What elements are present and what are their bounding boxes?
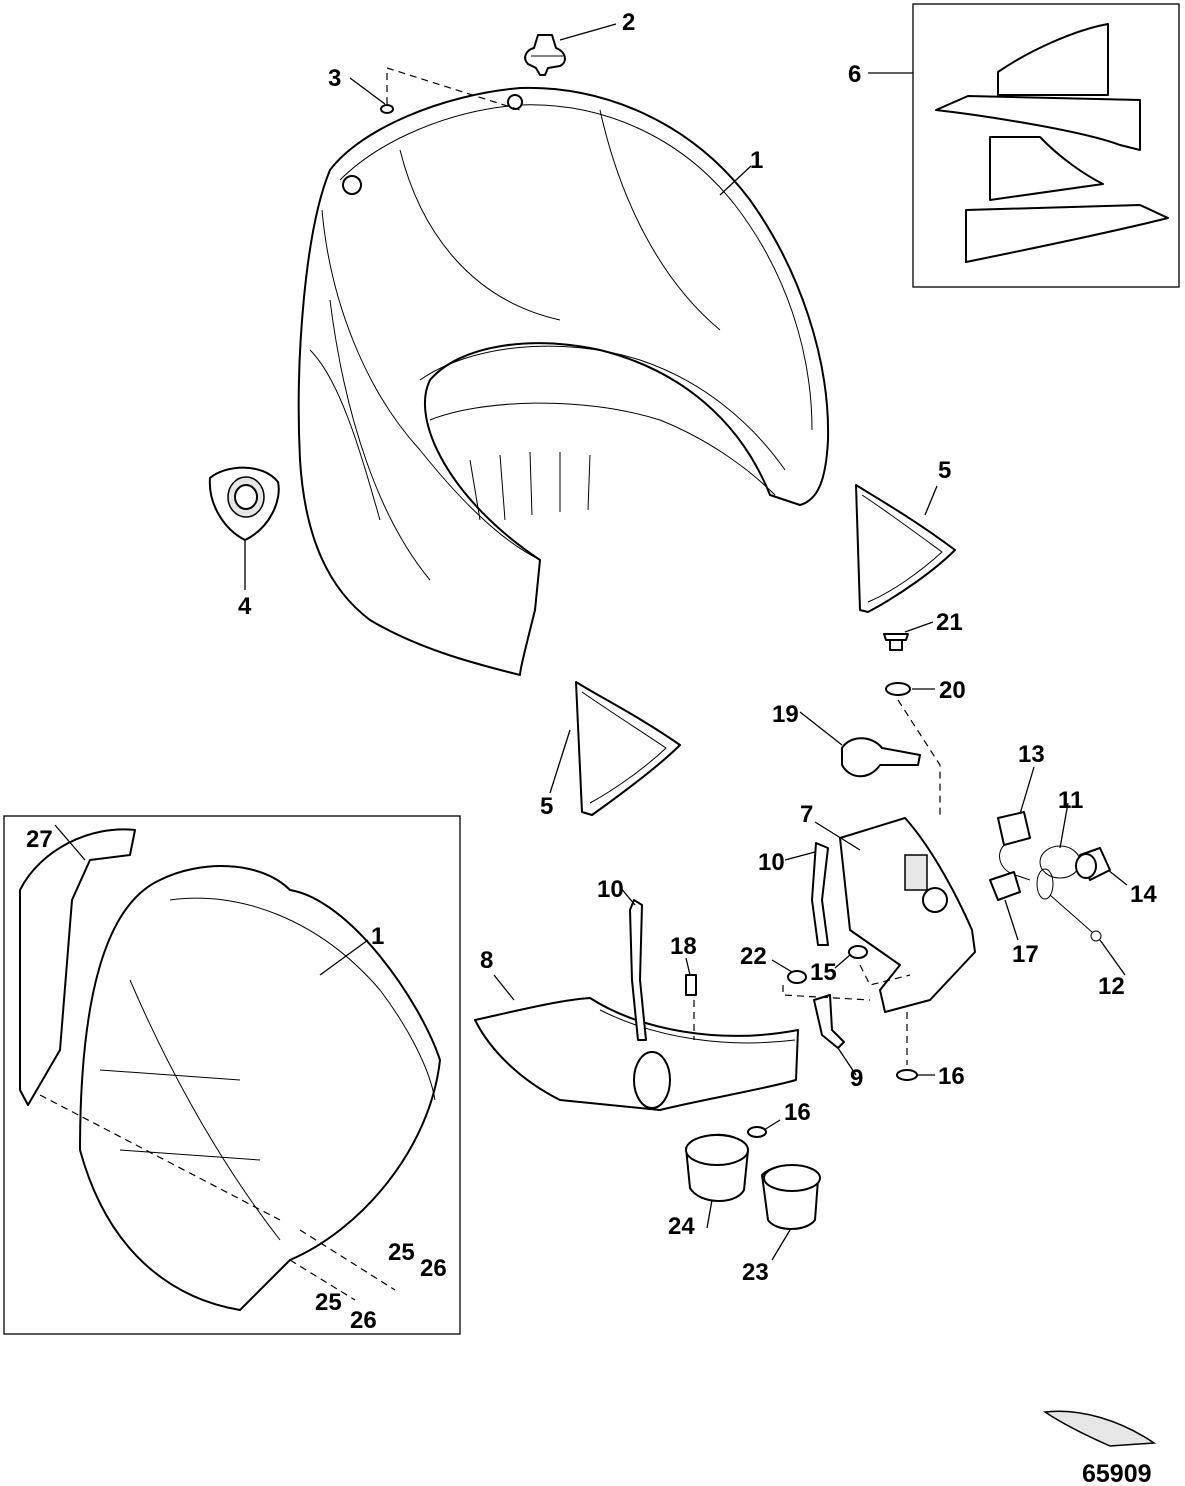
callout-26-lower: 26 [350,1307,377,1334]
hose-10-left [629,899,647,1041]
callout-16-lower: 16 [784,1099,811,1126]
side-seal-lower [575,681,681,816]
bolt-18 [685,974,697,996]
nut-22 [787,970,807,984]
decal-kit-box [912,3,1180,288]
assembly-dashes [39,67,941,1301]
callout-26-upper: 26 [420,1255,447,1282]
adapter-24 [685,1133,749,1202]
callout-25-lower: 25 [315,1289,342,1316]
inset-assembly [3,815,461,1335]
callout-17: 17 [1012,941,1039,968]
latch-knob [524,34,566,76]
connector-13 [997,811,1031,846]
callout-2: 2 [622,9,635,36]
callout-5-lower: 5 [540,793,553,820]
callout-24: 24 [668,1213,695,1240]
callout-8: 8 [480,947,493,974]
callout-1-inset: 1 [371,923,384,950]
leader-lines [54,23,1128,1261]
washer-16-upper [896,1069,918,1081]
nut-15 [848,945,868,959]
callout-9: 9 [850,1065,863,1092]
grommet-3 [380,104,394,114]
seal-plate [208,466,280,541]
callout-25-upper: 25 [388,1239,415,1266]
callout-16-right: 16 [938,1063,965,1090]
hose-10-right [811,842,829,946]
callout-7: 7 [800,801,813,828]
callout-12: 12 [1098,973,1125,1000]
callout-19: 19 [772,701,799,728]
lower-front-cowl [474,997,799,1111]
side-seal-upper [855,484,956,613]
callout-23: 23 [742,1259,769,1286]
lower-bracket [839,817,976,1013]
callout-27: 27 [26,826,53,853]
figure-id: 65909 [1082,1460,1152,1486]
clamp-assembly [841,633,921,778]
fuel-connector-group [989,811,1111,942]
callout-10-left: 10 [597,876,624,903]
callout-3: 3 [328,65,341,92]
cowl-thumbnail-icon [1042,1410,1157,1447]
callout-18: 18 [670,933,697,960]
callout-labels: 1 2 3 4 5 5 6 1 7 8 9 10 10 11 12 13 14 … [26,9,1157,1334]
top-cowl [297,86,830,676]
callout-15: 15 [810,959,837,986]
callout-6: 6 [848,61,861,88]
clip-9 [813,994,845,1049]
callout-4: 4 [238,593,252,620]
callout-14: 14 [1130,881,1157,908]
cap-17 [989,871,1021,901]
callout-11: 11 [1058,787,1083,814]
adapter-23 [761,1164,821,1230]
callout-20: 20 [939,677,966,704]
callout-21: 21 [936,609,963,636]
callout-22: 22 [740,943,767,970]
callout-1: 1 [750,147,763,174]
callout-5-upper: 5 [938,457,951,484]
callout-10-right: 10 [758,849,785,876]
washer-16-lower [747,1126,767,1138]
callout-13: 13 [1018,741,1045,768]
